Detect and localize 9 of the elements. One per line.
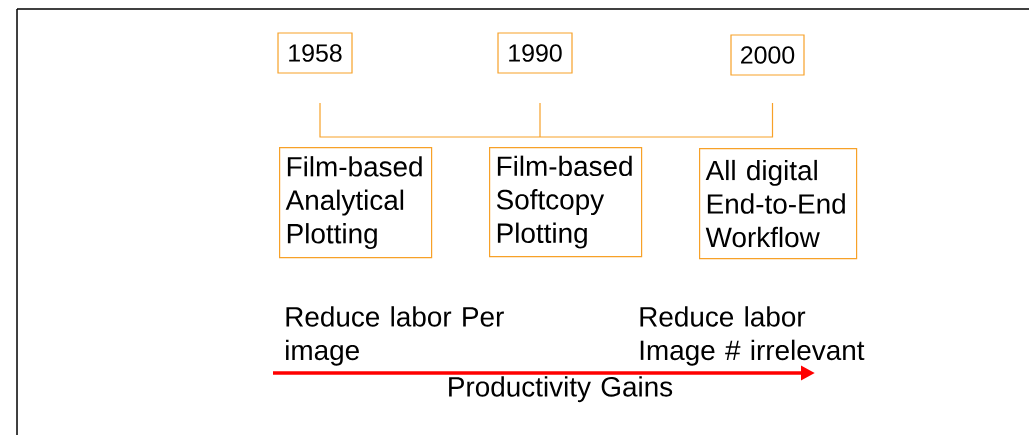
year-box: 2000 (730, 34, 805, 76)
stage-box: Film-based Softcopy Plotting (489, 147, 643, 258)
year-box: 1958 (277, 32, 353, 74)
stage-box: All digital End-to-End Workflow (699, 148, 858, 260)
year-box: 1990 (497, 32, 573, 74)
note-text: Reduce labor Image # irrelevant (640, 306, 865, 366)
axis-label: Productivity Gains (449, 376, 673, 403)
stage-box: Film-based Analytical Plotting (279, 147, 433, 259)
note-text: Reduce labor Per image (286, 306, 504, 366)
